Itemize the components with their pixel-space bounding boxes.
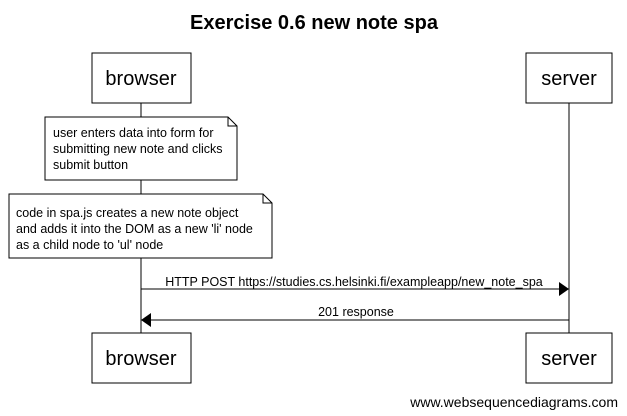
- browser-actor-bottom: browser: [91, 332, 192, 384]
- server-actor-top: server: [525, 52, 613, 104]
- note-spa-js: code in spa.js creates a new note object…: [8, 193, 273, 259]
- note-user-action: user enters data into form for submittin…: [44, 116, 238, 181]
- browser-actor-label: browser: [105, 348, 176, 370]
- message-201-response: 201 response: [141, 305, 569, 327]
- note-line: submitting new note and clicks: [53, 142, 223, 156]
- note-line: as a child node to 'ul' node: [16, 238, 163, 252]
- server-actor-bottom: server: [525, 332, 613, 384]
- note-line: user enters data into form for: [53, 126, 214, 140]
- arrowhead-left-icon: [141, 313, 151, 327]
- message-http-post: HTTP POST https://studies.cs.helsinki.fi…: [141, 275, 569, 296]
- note-line: code in spa.js creates a new note object: [16, 206, 239, 220]
- note-line: and adds it into the DOM as a new 'li' n…: [16, 222, 253, 236]
- browser-actor-label: browser: [105, 68, 176, 90]
- message-label: HTTP POST https://studies.cs.helsinki.fi…: [165, 275, 543, 289]
- footer-watermark: www.websequencediagrams.com: [409, 394, 618, 410]
- server-actor-label: server: [541, 68, 597, 90]
- note-line: submit button: [53, 158, 128, 172]
- message-label: 201 response: [318, 305, 394, 319]
- diagram-title: Exercise 0.6 new note spa: [190, 12, 439, 34]
- server-actor-label: server: [541, 348, 597, 370]
- arrowhead-right-icon: [559, 282, 569, 296]
- browser-actor-top: browser: [91, 52, 192, 104]
